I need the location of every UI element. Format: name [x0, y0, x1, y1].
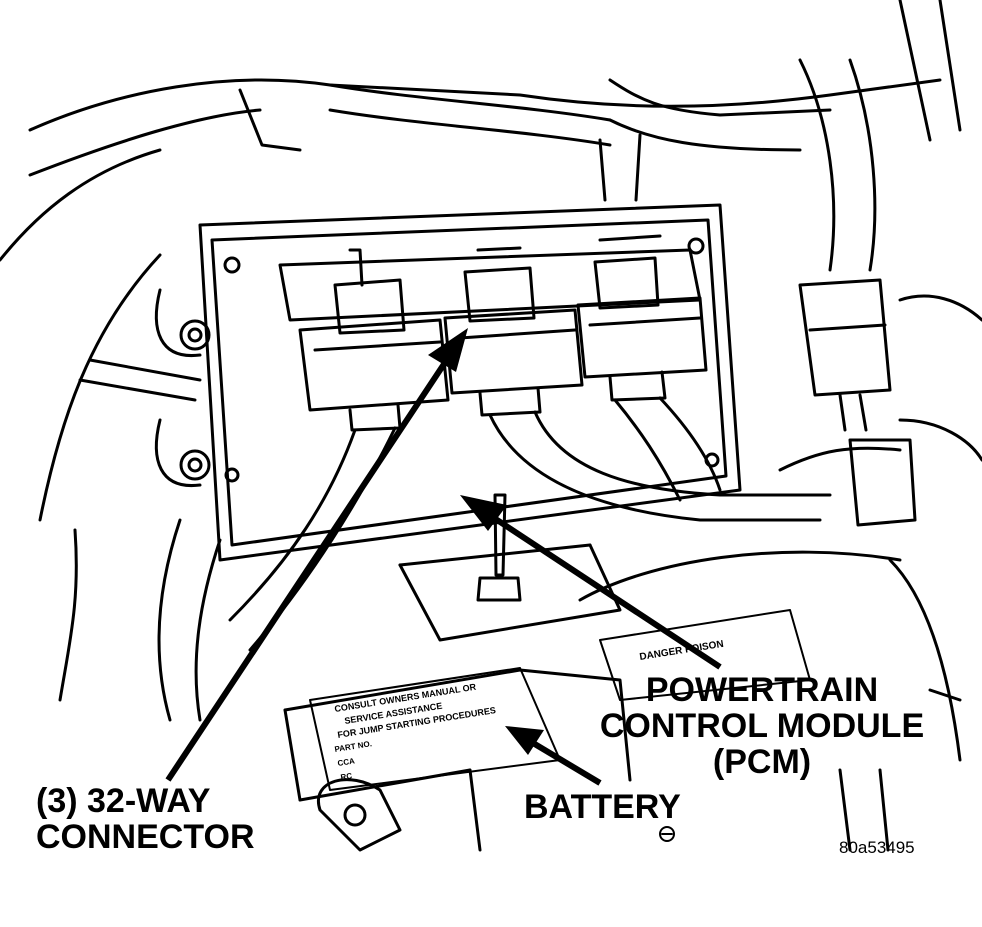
battery-callout-label: BATTERY [524, 788, 681, 826]
leader-arrows [165, 328, 722, 786]
battery-decal-row-1: PART NO. [334, 739, 373, 754]
pcm-label-line-3: (PCM) [712, 743, 812, 781]
pcm-connector-1 [298, 248, 450, 432]
battery-leader-arrow [505, 726, 602, 786]
figure-code: 80a53495 [839, 838, 915, 857]
connector-leader-arrow [165, 328, 468, 782]
battery-decal-row-3: RC [340, 771, 353, 782]
connector-callout-label: (3) 32-WAY CONNECTOR [36, 783, 255, 855]
connector-label-line-2: CONNECTOR [36, 818, 255, 856]
ground-stud [398, 493, 622, 642]
pcm-mount-bracket [78, 288, 211, 488]
battery-decal-row-2: CCA [337, 756, 356, 768]
pcm-callout-label: POWERTRAIN CONTROL MODULE (PCM) [582, 672, 942, 780]
side-harness-connector [778, 278, 982, 527]
reference-symbol [659, 826, 675, 842]
lower-right-cables [838, 688, 962, 852]
fender-outline [0, 78, 942, 702]
pcm-label-line-2: CONTROL MODULE [599, 707, 925, 745]
upper-wiring-harness [328, 0, 962, 272]
pcm-connector-3 [576, 234, 708, 402]
pcm-leader-arrow [460, 495, 722, 670]
pcm-label-line-1: POWERTRAIN [645, 671, 879, 709]
battery-terminal [316, 778, 402, 852]
connector-label-line-1: (3) 32-WAY [36, 782, 211, 820]
